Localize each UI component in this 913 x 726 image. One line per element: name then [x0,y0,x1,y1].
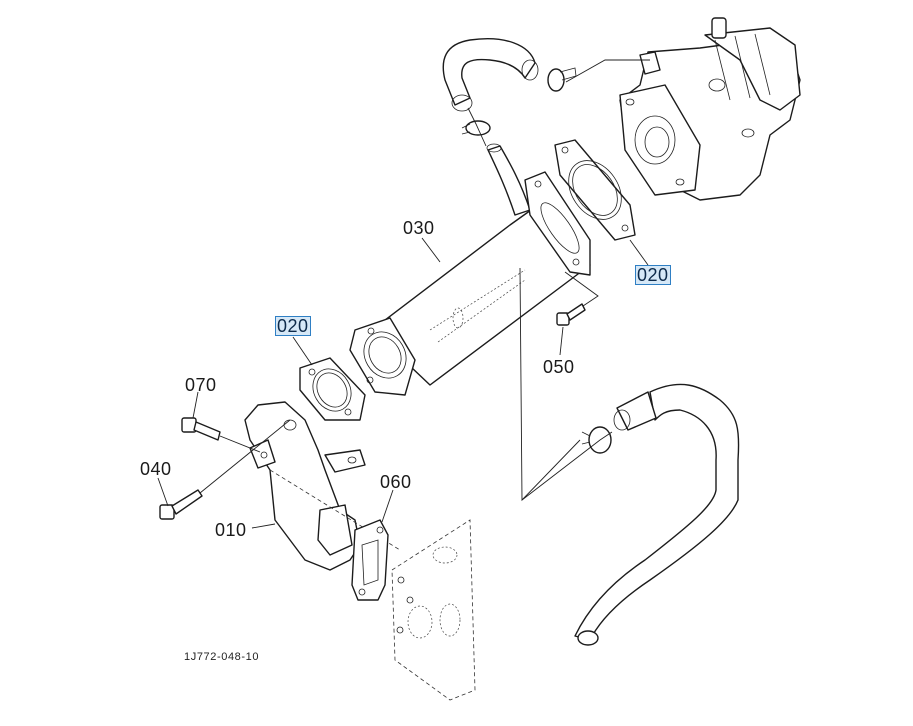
egr-cooler [349,171,591,396]
leader-070 [192,391,199,419]
gasket-cooler-side [299,357,366,421]
manifold-bracket [244,401,401,571]
cylinder-head [391,519,476,701]
egr-valve [619,17,801,201]
leader-020a [292,336,313,366]
leader-040 [157,477,169,507]
callout-010[interactable]: 010 [215,520,247,540]
leader-020b [629,239,649,266]
callout-020-cooler-side[interactable]: 020 [275,316,311,336]
gasket-valve-side [554,139,636,241]
lower-hose [521,383,740,646]
gasket-060 [351,519,389,601]
bolt-040 [159,419,291,520]
callout-040[interactable]: 040 [140,459,172,479]
drawing-code: 1J772-048-10 [184,651,260,663]
callout-050[interactable]: 050 [543,357,575,377]
bolt-070 [181,417,261,453]
callout-030[interactable]: 030 [403,218,435,238]
leader-030 [421,237,441,263]
callout-070[interactable]: 070 [185,375,217,395]
leader-060 [381,489,394,523]
callout-060[interactable]: 060 [380,472,412,492]
callout-020-valve-side[interactable]: 020 [635,265,671,285]
leader-050 [559,326,564,356]
leader-010 [251,523,276,529]
